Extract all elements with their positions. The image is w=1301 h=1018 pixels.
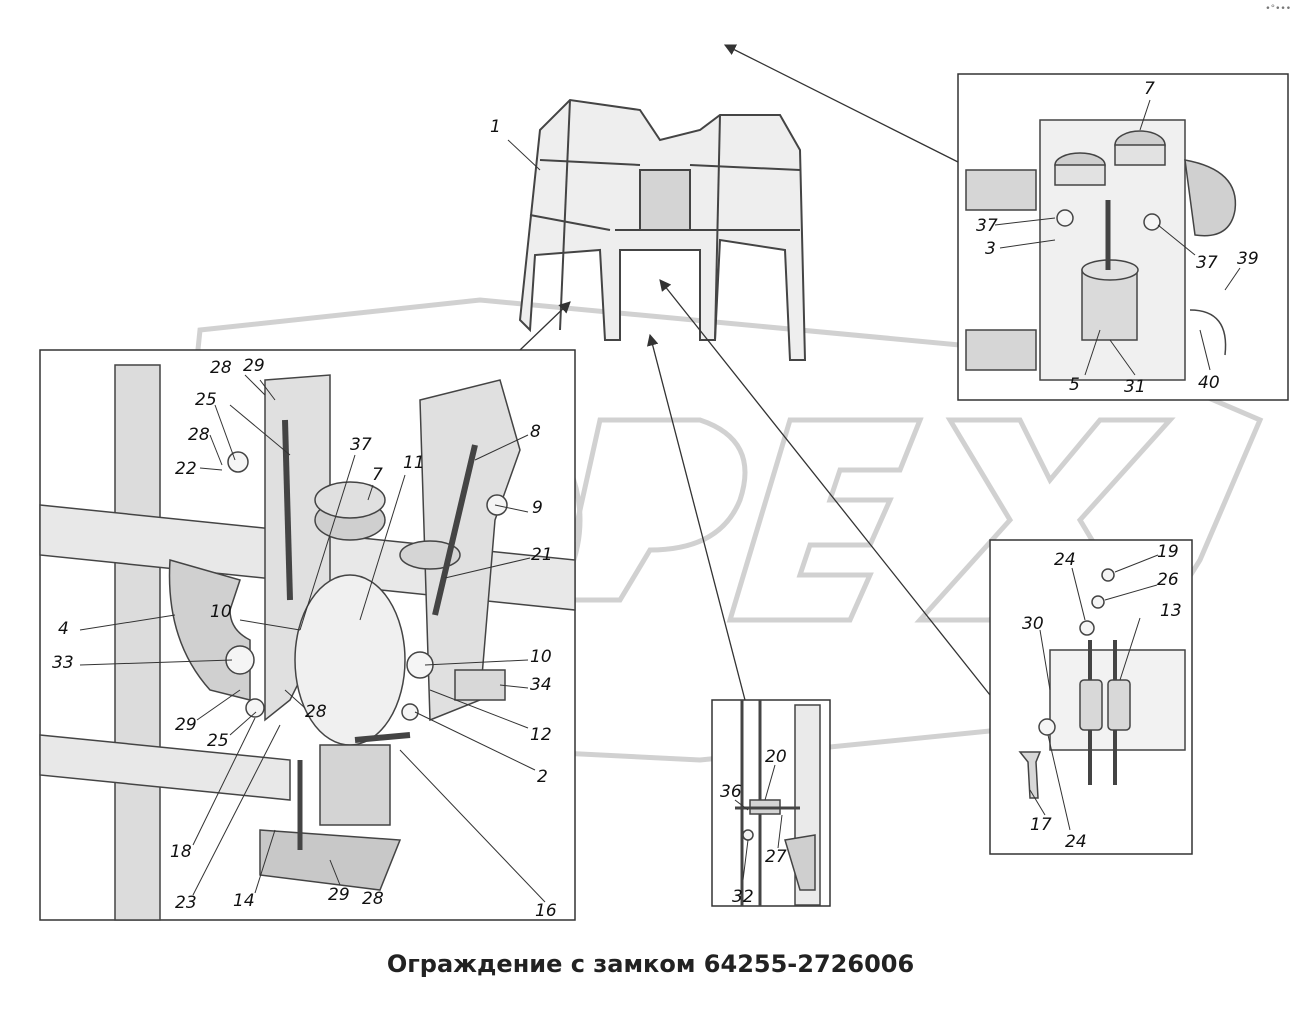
callout: 16 xyxy=(535,901,557,921)
callout: 28 xyxy=(305,702,327,722)
callout: 34 xyxy=(530,675,552,695)
callouts-top-right: 7 37 3 37 39 5 31 40 xyxy=(976,79,1259,397)
main-detail-panel xyxy=(39,349,576,921)
callout: 37 xyxy=(1196,253,1218,273)
callout: 7 xyxy=(372,465,383,485)
callout: 31 xyxy=(1124,377,1146,397)
callout: 29 xyxy=(175,715,197,735)
callouts-bottom-center: 20 36 27 32 xyxy=(720,747,787,907)
callout: 25 xyxy=(195,390,217,410)
callout: 10 xyxy=(210,602,232,622)
callout: 22 xyxy=(175,459,197,479)
diagram-caption: Ограждение с замком 64255-2726006 xyxy=(386,950,915,978)
callouts-bottom-right: 24 19 26 13 30 17 24 xyxy=(1022,542,1182,852)
callout: 24 xyxy=(1054,550,1076,570)
callout: 2 xyxy=(537,767,548,787)
callout: 33 xyxy=(52,653,74,673)
callout: 28 xyxy=(188,425,210,445)
callout: 40 xyxy=(1198,373,1220,393)
leader-lines xyxy=(79,99,1241,903)
callout: 30 xyxy=(1022,614,1044,634)
callout: 27 xyxy=(765,847,787,867)
callout: 7 xyxy=(1144,79,1155,99)
callout: 8 xyxy=(530,422,541,442)
bottom-right-detail-panel xyxy=(989,539,1193,855)
callout: 17 xyxy=(1030,815,1052,835)
callout: 28 xyxy=(362,889,384,909)
callout: 9 xyxy=(532,498,543,518)
top-right-detail-panel xyxy=(957,73,1289,401)
callouts-overview: 1 xyxy=(490,117,501,137)
callout: 25 xyxy=(207,731,229,751)
callout: 10 xyxy=(530,647,552,667)
callout: 37 xyxy=(350,435,372,455)
connector-arrows xyxy=(519,44,991,701)
callout: 39 xyxy=(1237,249,1259,269)
callout: 14 xyxy=(233,891,255,911)
callout: 29 xyxy=(243,356,265,376)
callout: 20 xyxy=(765,747,787,767)
callout: 24 xyxy=(1065,832,1087,852)
callout: 11 xyxy=(403,453,425,473)
callout: 1 xyxy=(490,117,501,137)
callout: 12 xyxy=(530,725,552,745)
callout: 13 xyxy=(1160,601,1182,621)
callout: 32 xyxy=(732,887,754,907)
callout: 23 xyxy=(175,893,197,913)
callout: 37 xyxy=(976,216,998,236)
callout: 18 xyxy=(170,842,192,862)
bottom-center-detail-panel xyxy=(711,699,831,907)
callout: 28 xyxy=(210,358,232,378)
callouts-main: 28 29 25 28 22 37 7 11 8 9 21 4 10 33 10… xyxy=(52,356,557,921)
callout: 4 xyxy=(58,619,69,639)
callout: 5 xyxy=(1069,375,1080,395)
callout: 21 xyxy=(531,545,553,565)
callout: 26 xyxy=(1157,570,1179,590)
callout: 29 xyxy=(328,885,350,905)
callout: 19 xyxy=(1157,542,1179,562)
overview-frame xyxy=(518,98,807,361)
corner-mark: •°••• xyxy=(1265,4,1291,14)
callout: 3 xyxy=(985,239,996,259)
callout: 36 xyxy=(720,782,742,802)
